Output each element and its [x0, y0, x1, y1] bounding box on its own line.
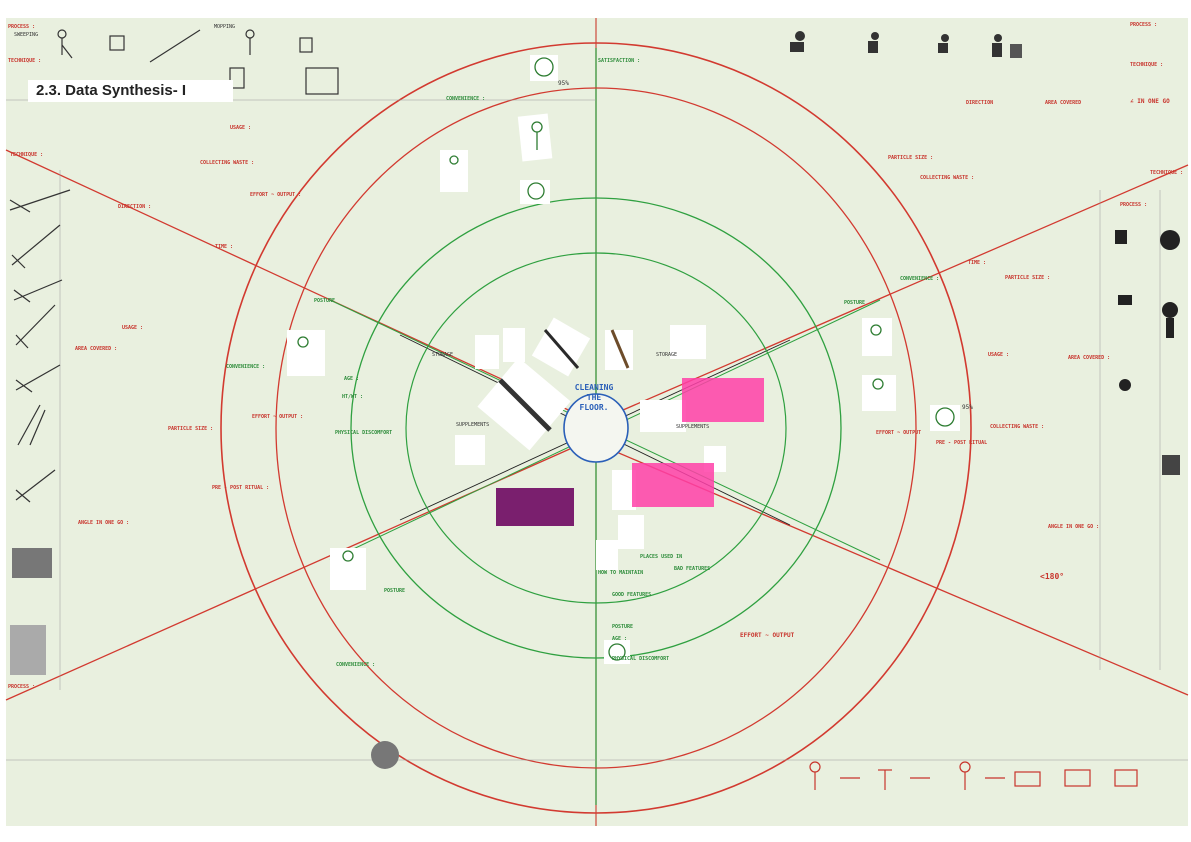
posture-label: POSTURE: [612, 624, 633, 630]
technique-label: TECHNIQUE :: [8, 58, 41, 64]
convenience-label: CONVENIENCE :: [900, 276, 939, 282]
posture-label: POSTURE: [384, 588, 405, 594]
angle-label: ANGLE IN ONE GO :: [78, 520, 129, 526]
bad-features-label: BAD FEATURES: [674, 566, 710, 572]
height-weight-label: HT/WT :: [342, 394, 363, 400]
physical-discomfort-label: PHYSICAL DISCOMFORT: [335, 430, 392, 436]
direction-label: DIRECTION :: [118, 204, 151, 210]
pre-post-ritual-label: PRE - POST RITUAL: [936, 440, 987, 446]
technique-label: TECHNIQUE :: [1130, 62, 1163, 68]
area-covered-label: AREA COVERED: [1045, 100, 1081, 106]
places-used-in-label: PLACES USED IN: [640, 554, 682, 560]
direction-label: DIRECTION: [966, 100, 993, 106]
sticky-note-purple: [496, 488, 574, 526]
usage-label: USAGE :: [988, 352, 1009, 358]
sticky-note-pink: [632, 463, 714, 507]
convenience-label: CONVENIENCE :: [446, 96, 485, 102]
supplements-label: SUPPLEMENTS: [456, 422, 489, 428]
usage-label: USAGE :: [122, 325, 143, 331]
broom-sketches: [10, 190, 70, 502]
process-figures-top: [790, 31, 1022, 58]
center-label-line: CLEANING: [562, 383, 626, 393]
effort-output-label: EFFORT ~ OUTPUT :: [250, 192, 301, 198]
area-covered-label: AREA COVERED :: [75, 346, 117, 352]
page-title: 2.3. Data Synthesis- I: [28, 80, 233, 102]
time-label: TIME :: [968, 260, 986, 266]
particle-size-label: PARTICLE SIZE :: [1005, 275, 1050, 281]
convenience-label: CONVENIENCE :: [226, 364, 265, 370]
particle-size-label: PARTICLE SIZE :: [168, 426, 213, 432]
convenience-label: CONVENIENCE :: [336, 662, 375, 668]
technique-label: TECHNIQUE :: [10, 152, 43, 158]
supplements-label: SUPPLEMENTS: [676, 424, 709, 430]
pre-post-ritual-label: PRE - POST RITUAL :: [212, 485, 269, 491]
usage-label: USAGE :: [230, 125, 251, 131]
effort-output-label: EFFORT ~ OUTPUT :: [252, 414, 303, 420]
process-label: PROCESS :: [8, 684, 35, 690]
effort-output-label: EFFORT ~ OUTPUT: [740, 632, 794, 639]
center-label: CLEANING THE FLOOR.: [562, 383, 626, 413]
good-features-label: GOOD FEATURES: [612, 592, 651, 598]
process-label: PROCESS :: [1130, 22, 1157, 28]
effort-output-label: EFFORT ~ OUTPUT: [876, 430, 921, 436]
process-sketches-red: [810, 762, 1137, 790]
particle-size-label: PARTICLE SIZE :: [888, 155, 933, 161]
storage-label: STORAGE: [656, 352, 677, 358]
technique-label: TECHNIQUE :: [1150, 170, 1183, 176]
collecting-waste-label: COLLECTING WASTE :: [200, 160, 254, 166]
posture-label: POSTURE: [844, 300, 865, 306]
storage-label: STORAGE: [432, 352, 453, 358]
angle-label: ANGLE IN ONE GO :: [1048, 524, 1099, 530]
physical-discomfort-label: PHYSICAL DISCOMFORT: [612, 656, 669, 662]
center-label-line: THE: [562, 393, 626, 403]
age-label: AGE :: [344, 376, 359, 382]
age-label: AGE :: [612, 636, 627, 642]
satisfaction-label: SATISFACTION :: [598, 58, 640, 64]
sticky-note-pink: [682, 378, 764, 422]
collecting-waste-label: COLLECTING WASTE :: [920, 175, 974, 181]
angle-value: <180°: [1040, 572, 1064, 581]
area-covered-label: AREA COVERED :: [1068, 355, 1110, 361]
right-technique-icons: [1115, 230, 1180, 475]
angle-label: ∠ IN ONE GO: [1130, 98, 1170, 105]
sweeping-label: SWEEPING: [14, 32, 38, 38]
posture-label: POSTURE: [314, 298, 335, 304]
satisfaction-percent: 95%: [962, 404, 973, 411]
mopping-label: MOPPING: [214, 24, 235, 30]
satisfaction-percent: 95%: [558, 80, 569, 87]
process-label: PROCESS :: [1120, 202, 1147, 208]
center-label-line: FLOOR.: [562, 403, 626, 413]
process-label: PROCESS :: [8, 24, 35, 30]
time-label: TIME :: [215, 244, 233, 250]
collecting-waste-label: COLLECTING WASTE :: [990, 424, 1044, 430]
how-to-maintain-label: HOW TO MAINTAIN: [598, 570, 643, 576]
